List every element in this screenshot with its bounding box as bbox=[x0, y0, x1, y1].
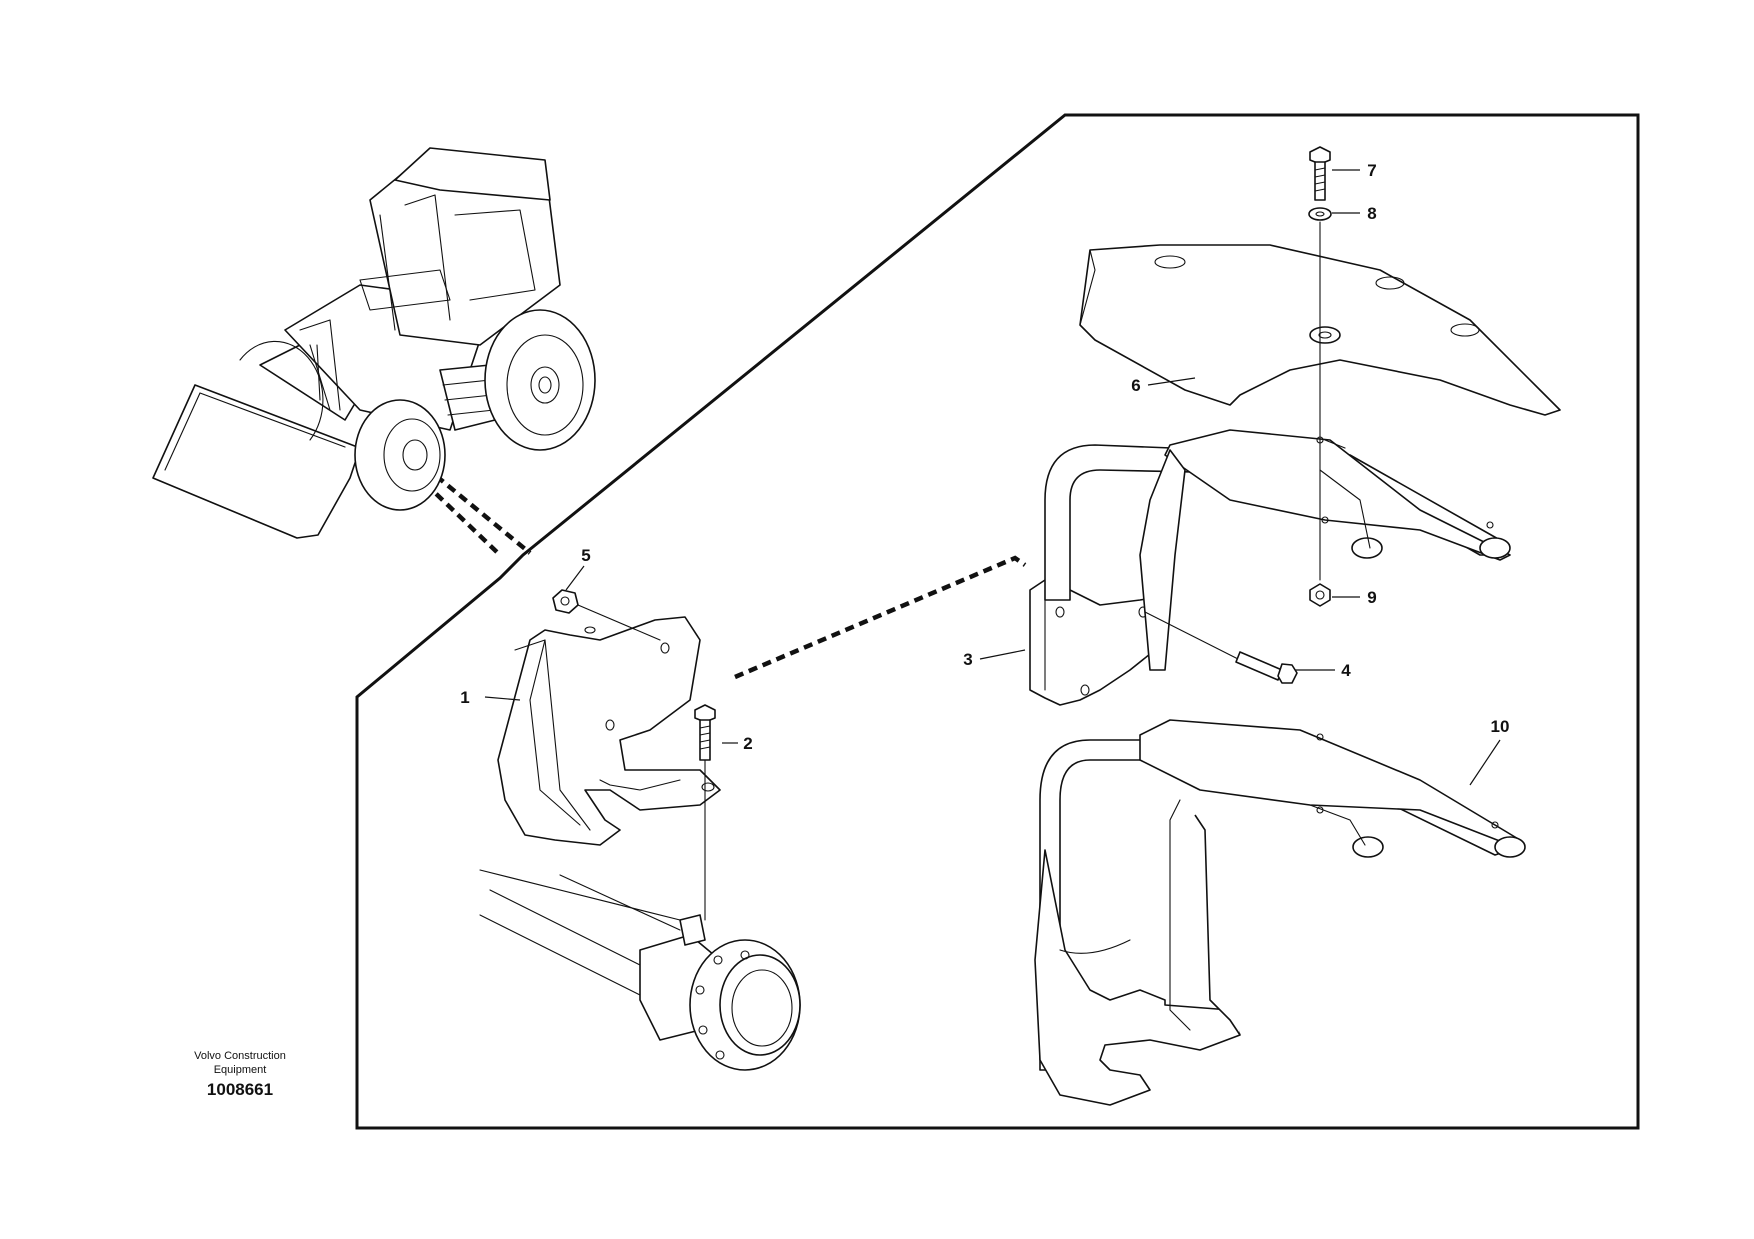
part-7-bolt bbox=[1309, 146, 1331, 201]
dashed-leader-bracket bbox=[734, 555, 1027, 680]
leader-1 bbox=[484, 696, 521, 701]
leader-10 bbox=[1469, 739, 1501, 786]
part-2-bolt bbox=[694, 704, 716, 921]
drawing-number: 1008661 bbox=[206, 1080, 274, 1099]
upper-guard-tube bbox=[1044, 429, 1511, 671]
company-name-line2: Equipment bbox=[213, 1064, 267, 1076]
callout-10: 10 bbox=[1491, 717, 1510, 736]
part-3-bracket bbox=[1029, 579, 1171, 706]
part-8-washer bbox=[1308, 207, 1332, 221]
callout-4: 4 bbox=[1341, 661, 1351, 680]
leader-6 bbox=[1147, 377, 1196, 386]
callout-7: 7 bbox=[1367, 161, 1376, 180]
axle-hub-illustration bbox=[479, 869, 801, 1071]
detail-frame bbox=[355, 113, 1640, 1130]
backhoe-loader-illustration bbox=[152, 147, 596, 539]
callout-3: 3 bbox=[963, 650, 972, 669]
leader-5 bbox=[565, 565, 585, 591]
dashed-leader-left bbox=[380, 440, 502, 557]
callout-9: 9 bbox=[1367, 588, 1376, 607]
callout-5: 5 bbox=[581, 546, 590, 565]
part-5-nut bbox=[552, 589, 661, 641]
leader-3 bbox=[979, 649, 1026, 660]
part-4-bolt bbox=[1144, 611, 1298, 684]
callout-1: 1 bbox=[460, 688, 469, 707]
callout-2: 2 bbox=[743, 734, 752, 753]
callout-8: 8 bbox=[1367, 204, 1376, 223]
company-name-line1: Volvo Construction bbox=[194, 1050, 286, 1062]
part-1-bracket bbox=[497, 616, 721, 846]
part-10-guard-assembly bbox=[1034, 719, 1526, 1106]
part-9-nut bbox=[1309, 583, 1331, 607]
callout-6: 6 bbox=[1131, 376, 1140, 395]
